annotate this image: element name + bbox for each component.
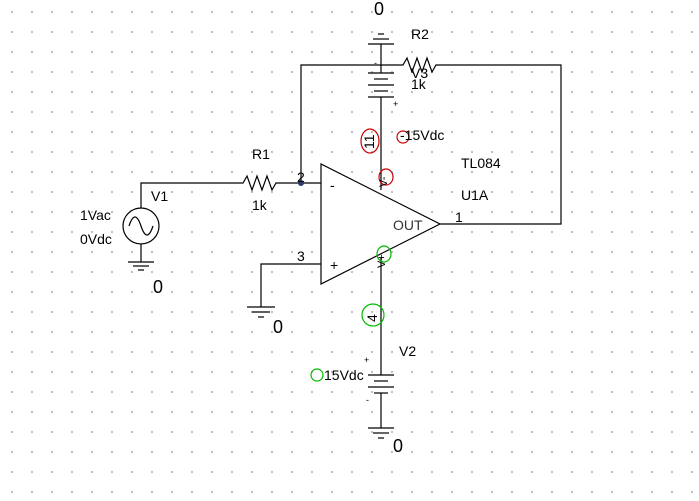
opamp-vplus-label: V+ [376, 254, 388, 268]
r1-resistor[interactable] [238, 174, 281, 192]
opamp-out-label: OUT [393, 217, 423, 233]
opamp-part: TL084 [461, 155, 501, 171]
r2-name: R2 [411, 26, 429, 42]
ground-label-v1: 0 [153, 277, 164, 297]
r1-name: R1 [252, 146, 270, 162]
r2-resistor[interactable] [380, 56, 443, 74]
noninv-input-wire[interactable] [260, 263, 321, 307]
ground-label-top: 0 [374, 0, 385, 19]
v2-value: 15Vdc [324, 367, 364, 383]
node-dot [298, 180, 304, 186]
pin-vplus: 4 [364, 314, 380, 322]
marker-v2[interactable] [310, 368, 324, 382]
marker-pin11[interactable] [360, 128, 380, 154]
v2-plus-sign: + [364, 355, 370, 365]
marker-v3[interactable] [396, 130, 410, 144]
opamp-ref: U1A [461, 187, 489, 203]
v3-minus-sign: - [374, 58, 377, 68]
ground-v1 [128, 261, 154, 271]
pin-noninv: 3 [297, 248, 305, 264]
r1-value: 1k [252, 197, 267, 213]
opamp-noninv-symbol: + [330, 257, 339, 273]
v1-dc: 0Vdc [80, 231, 112, 247]
v2-minus-sign: - [366, 395, 369, 405]
pin-vminus: 11 [361, 134, 377, 149]
opamp-inv-symbol: - [330, 177, 335, 193]
ground-label-noninv: 0 [273, 317, 284, 337]
v3-plus-sign: + [393, 99, 399, 109]
opamp-vminus-label: V- [378, 176, 390, 187]
v1-name: V1 [151, 188, 169, 204]
v3-value: -15Vdc [400, 127, 445, 143]
marker-vminus[interactable] [378, 168, 394, 186]
ground-label-bottom: 0 [393, 436, 404, 456]
ground-v2 [368, 427, 394, 439]
input-wire[interactable] [140, 182, 238, 208]
v3-battery[interactable] [368, 72, 394, 98]
r2-value: 1k [411, 76, 426, 92]
output-feedback-wire[interactable] [440, 64, 562, 225]
feedback-wire[interactable] [300, 64, 380, 183]
v3-name: V3 [411, 65, 429, 81]
v1-ac: 1Vac [80, 207, 111, 223]
marker-vplus[interactable] [376, 245, 392, 263]
v2-name: V2 [399, 343, 417, 359]
v2-battery[interactable] [368, 374, 394, 394]
ground-v3 [368, 33, 394, 45]
pin-out: 1 [455, 209, 463, 225]
marker-pin4[interactable] [361, 303, 385, 327]
pin-inv: 2 [297, 169, 305, 185]
sine-icon [128, 216, 154, 236]
opamp-symbol[interactable] [320, 163, 442, 285]
ground-noninv [247, 306, 275, 318]
